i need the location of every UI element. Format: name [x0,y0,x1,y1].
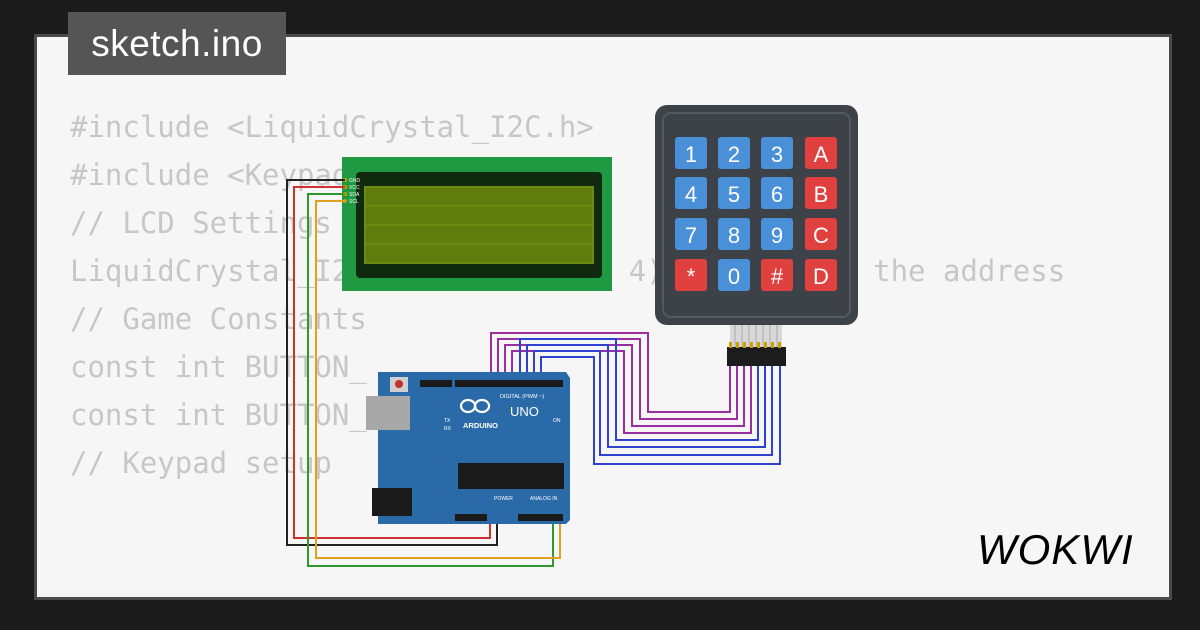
key-label: 9 [771,223,783,248]
analog-header [518,514,563,521]
keypad-key-8[interactable]: 8 [718,218,750,250]
key-label: 7 [685,223,697,248]
key-label: 4 [685,182,697,207]
code-line: // Game Constants [70,302,367,336]
editor-panel: #include <LiquidCrystal_I2C.h>#include <… [34,34,1172,600]
key-label: 2 [728,142,740,167]
key-label: 0 [728,264,740,289]
sketch-filename-tab[interactable]: sketch.ino [68,12,286,75]
lcd-pin-label: SDA [349,192,360,198]
key-label: D [813,264,829,289]
key-label: C [813,223,829,248]
code-line: #include <LiquidCrystal_I2C.h> [70,110,594,144]
rx-label: RX [444,426,452,432]
key-label: 6 [771,182,783,207]
code-line: // Keypad setup [70,446,332,480]
lcd-pin-label: GND [349,178,361,184]
keypad-key-star[interactable]: * [675,259,707,291]
digital-header [455,380,563,387]
keypad-ribbon-cable [727,325,786,366]
keypad-wires[interactable] [490,332,781,465]
arduino-uno-board[interactable]: DIGITAL (PWM ~) ARDUINO UNO ON TX RX POW… [366,372,570,524]
keypad-key-hash[interactable]: # [761,259,793,291]
keypad-key-7[interactable]: 7 [675,218,707,250]
key-label: 8 [728,223,740,248]
arduino-logo: ARDUINO [459,398,498,430]
key-label: 5 [728,182,740,207]
reset-button-cap [395,380,403,388]
keypad-key-6[interactable]: 6 [761,177,793,209]
on-led-label: ON [553,418,561,424]
keypad-key-d[interactable]: D [805,259,837,291]
code-editor[interactable]: #include <LiquidCrystal_I2C.h>#include <… [70,103,1065,487]
key-label: * [687,264,696,289]
code-line: const int BUTTON_ [70,398,367,432]
tx-label: TX [444,418,451,424]
atmega-chip [458,463,564,489]
keypad-key-c[interactable]: C [805,218,837,250]
digital-header-left [420,380,452,387]
key-label: # [771,264,784,289]
code-line: const int BUTTON_ [70,350,367,384]
wokwi-logo: WOKWI [977,526,1134,573]
wokwi-logo-text: WOKWI [977,526,1134,573]
power-header [455,514,487,521]
key-label: A [814,142,829,167]
power-jack [372,488,412,516]
lcd-pin-label: VCC [349,185,360,191]
keypad-key-a[interactable]: A [805,137,837,169]
keypad-key-0[interactable]: 0 [718,259,750,291]
key-label: 1 [685,142,697,167]
board-model: UNO [510,404,539,419]
digital-label: DIGITAL (PWM ~) [500,394,544,400]
keypad-key-b[interactable]: B [805,177,837,209]
lcd-pin-label: SCL [349,199,359,205]
lcd-display[interactable]: GND VCC SDA SCL [342,157,612,291]
analog-label: ANALOG IN [530,496,558,502]
key-label: 3 [771,142,783,167]
keypad-key-2[interactable]: 2 [718,137,750,169]
lcd-wires[interactable] [286,179,561,567]
membrane-keypad[interactable]: 1 2 3 A 4 5 6 B 7 8 9 C * 0 # D [655,105,858,366]
keypad-key-4[interactable]: 4 [675,177,707,209]
keypad-key-1[interactable]: 1 [675,137,707,169]
keypad-key-5[interactable]: 5 [718,177,750,209]
keypad-key-3[interactable]: 3 [761,137,793,169]
usb-port [366,396,410,430]
key-label: B [814,182,829,207]
keypad-key-9[interactable]: 9 [761,218,793,250]
power-label: POWER [494,496,513,502]
arduino-logo-text: ARDUINO [463,421,498,430]
